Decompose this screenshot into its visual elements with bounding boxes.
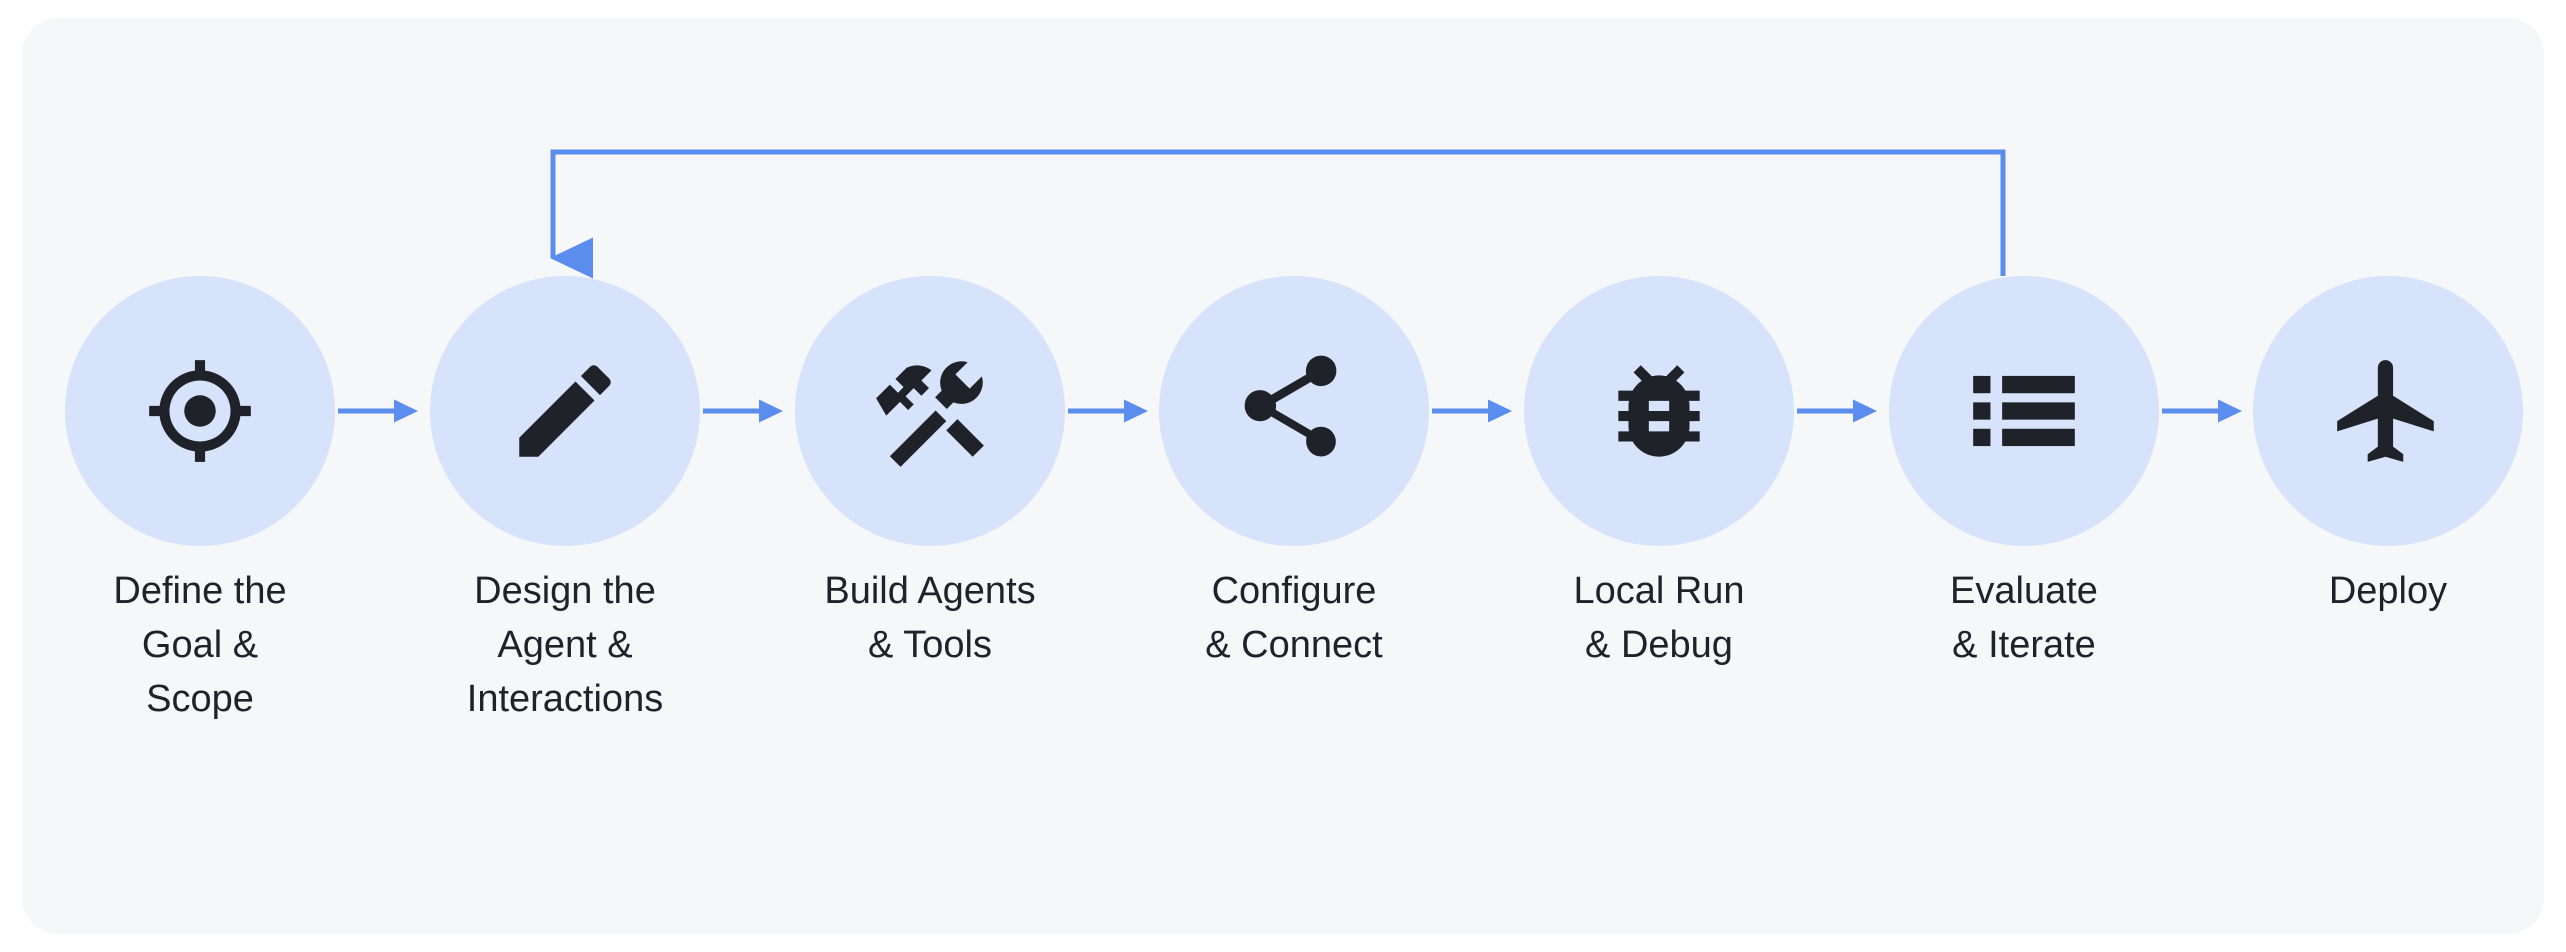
step-node-build-agents-tools[interactable]: Build Agents & Tools — [795, 276, 1065, 666]
step-circle[interactable] — [430, 276, 700, 546]
pencil-edit-icon — [519, 365, 611, 457]
step-label: Define the Goal & Scope — [113, 570, 287, 720]
connector-arrow-2-3 — [703, 396, 783, 426]
step-label: Build Agents & Tools — [824, 570, 1036, 666]
step-node-deploy[interactable]: Deploy — [2253, 276, 2523, 612]
step-node-design-agent-interactions[interactable]: Design the Agent & Interactions — [430, 276, 700, 720]
step-label: Design the Agent & Interactions — [466, 570, 664, 720]
step-node-define-goal-scope[interactable]: Define the Goal & Scope — [65, 276, 335, 720]
step-node-local-run-debug[interactable]: Local Run & Debug — [1524, 276, 1794, 666]
crosshair-target-icon — [149, 360, 251, 462]
connector-arrow-6-7 — [2162, 396, 2242, 426]
connector-arrow-5-6 — [1797, 396, 1877, 426]
airplane-takeoff-icon — [2337, 360, 2434, 462]
step-label: Evaluate & Iterate — [1950, 570, 2098, 666]
step-node-evaluate-iterate[interactable]: Evaluate & Iterate — [1889, 276, 2159, 666]
step-circle[interactable] — [1524, 276, 1794, 546]
step-circle[interactable] — [2253, 276, 2523, 546]
hammer-wrench-icon — [876, 361, 984, 467]
bulleted-list-icon — [1973, 375, 2075, 447]
connector-arrow-3-4 — [1068, 396, 1148, 426]
step-circle[interactable] — [1159, 276, 1429, 546]
step-node-configure-connect[interactable]: Configure & Connect — [1159, 276, 1429, 666]
step-label: Configure & Connect — [1205, 570, 1383, 666]
bug-report-icon — [1618, 365, 1700, 457]
share-nodes-icon — [1244, 355, 1337, 457]
connector-arrow-1-2 — [338, 396, 418, 426]
step-circle[interactable] — [795, 276, 1065, 546]
step-circle[interactable] — [1889, 276, 2159, 546]
step-circle[interactable] — [65, 276, 335, 546]
connector-arrow-4-5 — [1432, 396, 1512, 426]
step-label: Deploy — [2328, 570, 2448, 612]
step-label: Local Run & Debug — [1573, 570, 1745, 666]
